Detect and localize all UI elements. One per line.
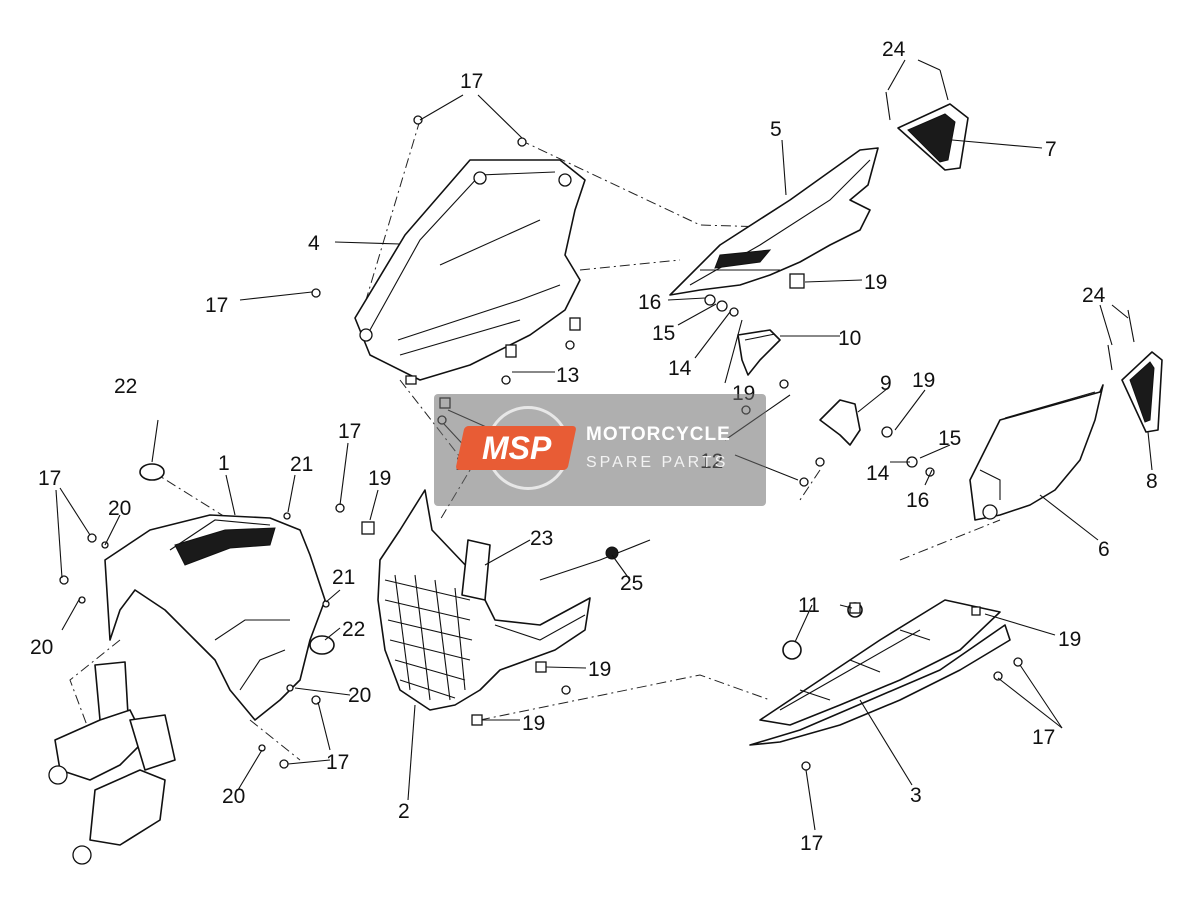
fork-legs bbox=[48, 661, 176, 865]
part-1-front-mudguard bbox=[104, 514, 326, 721]
callout-17: 17 bbox=[800, 832, 823, 855]
callout-11: 11 bbox=[798, 594, 820, 617]
callout-5: 5 bbox=[770, 118, 782, 141]
callout-20: 20 bbox=[30, 636, 53, 659]
fasteners bbox=[59, 69, 1135, 771]
callout-20: 20 bbox=[222, 785, 245, 808]
callout-15: 15 bbox=[652, 322, 675, 345]
callout-17: 17 bbox=[38, 467, 61, 490]
part-3-belly-pan bbox=[749, 599, 1011, 746]
callout-24: 24 bbox=[1082, 284, 1106, 307]
logo-text: MSP bbox=[482, 430, 552, 466]
callout-24: 24 bbox=[882, 38, 906, 61]
callout-25: 25 bbox=[620, 572, 643, 595]
callout-14: 14 bbox=[668, 357, 692, 380]
part-10-bracket bbox=[737, 329, 781, 376]
callout-17: 17 bbox=[1032, 726, 1055, 749]
callout-19: 19 bbox=[588, 658, 611, 681]
callout-3: 3 bbox=[910, 784, 922, 807]
callout-19: 19 bbox=[522, 712, 545, 735]
callout-19: 19 bbox=[864, 271, 887, 294]
callout-23: 23 bbox=[530, 527, 553, 550]
callout-19: 19 bbox=[368, 467, 391, 490]
callout-13: 13 bbox=[556, 364, 579, 387]
part-5-side-panel bbox=[669, 147, 879, 296]
callout-19: 19 bbox=[1058, 628, 1081, 651]
watermark-overlay: MSP MOTORCYCLE SPARE PARTS bbox=[434, 394, 766, 506]
callout-8: 8 bbox=[1146, 470, 1158, 493]
callout-7: 7 bbox=[1045, 138, 1057, 161]
callout-21: 21 bbox=[290, 453, 313, 476]
callout-16: 16 bbox=[906, 489, 929, 512]
part-22-grommet bbox=[139, 463, 335, 655]
callout-22: 22 bbox=[114, 375, 137, 398]
callout-4: 4 bbox=[308, 232, 320, 255]
callout-14: 14 bbox=[866, 462, 890, 485]
callout-17: 17 bbox=[460, 70, 483, 93]
callout-16: 16 bbox=[638, 291, 661, 314]
callout-17: 17 bbox=[205, 294, 228, 317]
callout-17: 17 bbox=[326, 751, 349, 774]
watermark-brand: MOTORCYCLE bbox=[586, 424, 731, 445]
part-8-vent-grille bbox=[1121, 351, 1163, 433]
part-25-cable bbox=[539, 539, 651, 581]
callout-6: 6 bbox=[1098, 538, 1110, 561]
part-9-bracket bbox=[819, 399, 861, 446]
callout-20: 20 bbox=[108, 497, 131, 520]
callout-15: 15 bbox=[938, 427, 961, 450]
part-6-right-fairing bbox=[969, 384, 1104, 521]
part-7-vent-grille bbox=[897, 103, 969, 171]
callout-2: 2 bbox=[398, 800, 410, 823]
callout-19: 19 bbox=[912, 369, 935, 392]
callout-17: 17 bbox=[338, 420, 361, 443]
callout-21: 21 bbox=[332, 566, 355, 589]
callout-9: 9 bbox=[880, 372, 892, 395]
callout-10: 10 bbox=[838, 327, 861, 350]
part-4-upper-cover bbox=[354, 159, 586, 381]
callout-22: 22 bbox=[342, 618, 365, 641]
callout-20: 20 bbox=[348, 684, 371, 707]
callout-1: 1 bbox=[218, 452, 230, 475]
part-23-decal bbox=[461, 539, 491, 601]
watermark-subtitle: SPARE PARTS bbox=[586, 454, 729, 471]
